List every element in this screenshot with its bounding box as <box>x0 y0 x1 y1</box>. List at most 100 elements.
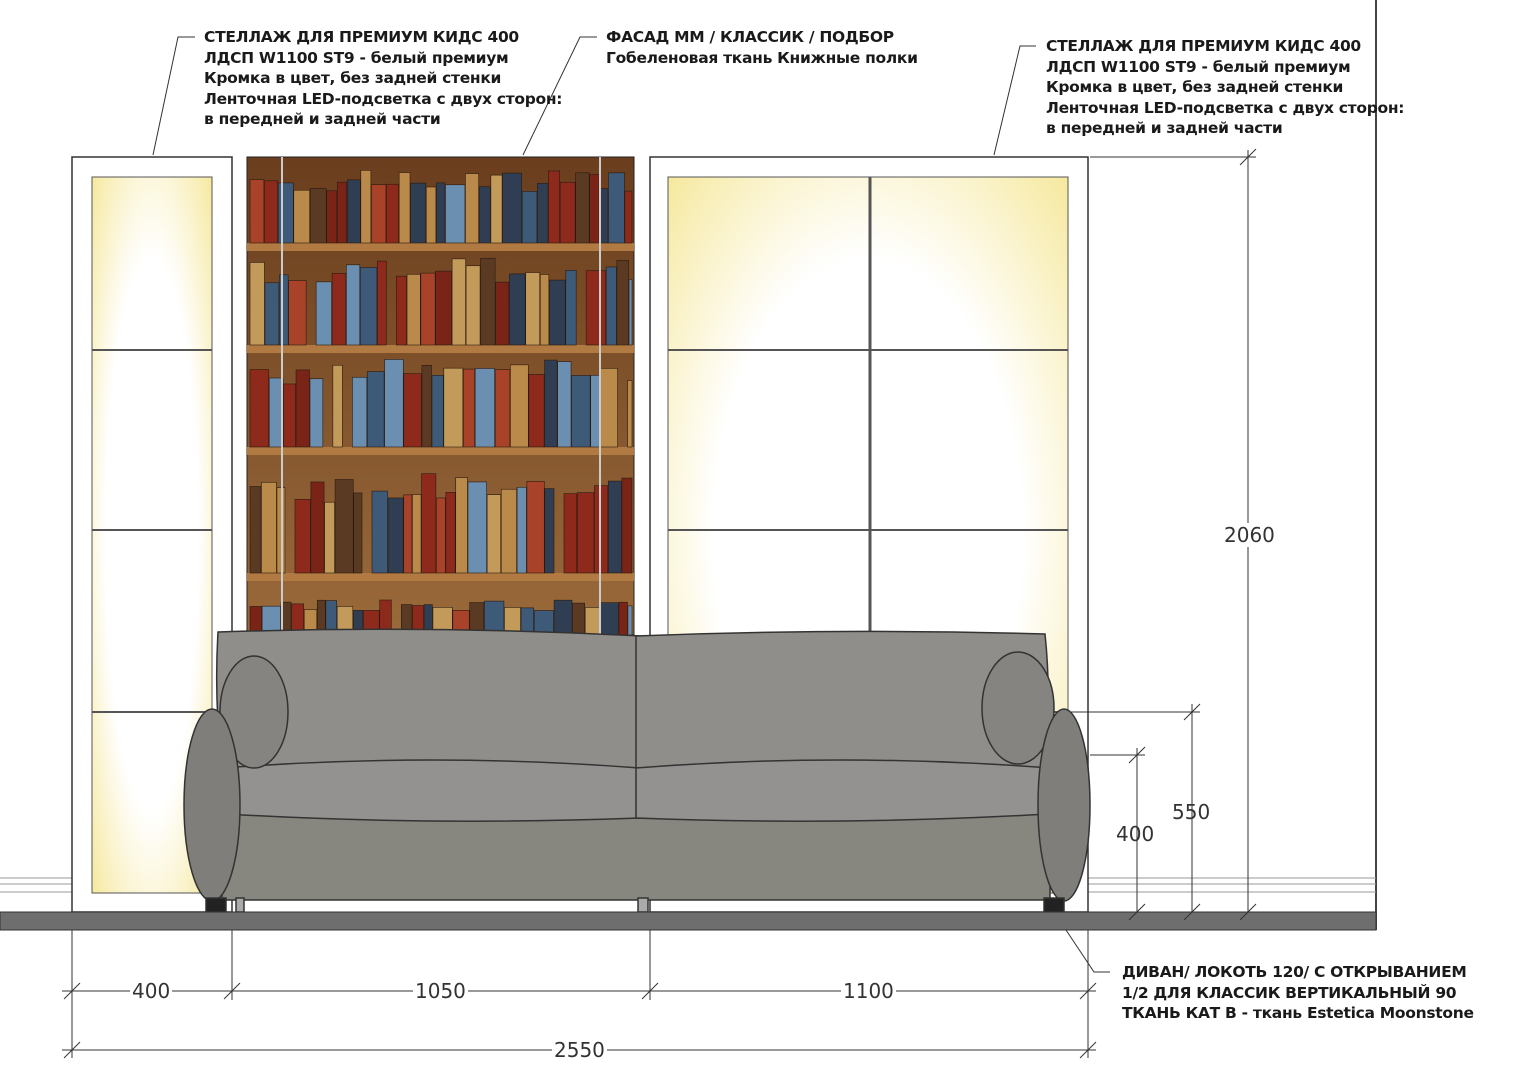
book-spine <box>537 182 549 244</box>
book-spine <box>264 282 280 346</box>
book-spine <box>605 266 617 346</box>
book-spine <box>359 267 378 346</box>
sofa-armrest-left <box>183 708 241 902</box>
book-spine <box>576 492 595 574</box>
book-spine <box>279 274 289 346</box>
bookshelf-board <box>247 573 634 581</box>
book-spine <box>315 281 332 346</box>
book-spine <box>353 492 363 574</box>
book-spine <box>590 375 600 448</box>
book-spine <box>571 375 591 448</box>
sofa-seat-left <box>220 759 641 822</box>
book-spine <box>516 486 527 574</box>
book-spine <box>495 281 510 346</box>
floor <box>0 911 1377 931</box>
dim-total-height: 2060 <box>1222 523 1277 547</box>
note-line: ДИВАН/ ЛОКОТЬ 120/ С ОТКРЫВАНИЕМ <box>1122 963 1467 981</box>
book-spine <box>295 369 310 448</box>
book-spine <box>621 477 633 574</box>
book-spine <box>559 181 576 244</box>
book-spine <box>539 274 550 346</box>
book-spine <box>451 258 466 346</box>
book-spine <box>600 602 619 636</box>
book-spine <box>421 365 432 448</box>
book-spine <box>500 488 517 574</box>
book-spine <box>607 480 622 574</box>
book-spine <box>420 272 436 346</box>
book-spine <box>526 481 545 574</box>
book-spine <box>309 378 324 448</box>
book-spine <box>398 172 411 244</box>
book-spine <box>608 172 625 244</box>
book-spine <box>293 189 310 244</box>
book-spine <box>467 481 487 574</box>
book-spine <box>445 492 456 574</box>
book-spine <box>337 181 348 244</box>
book-spine <box>589 174 600 244</box>
sofa-pillow-right <box>981 651 1055 765</box>
dim-right-width: 1100 <box>841 979 896 1003</box>
note-line: ФАСАД ММ / КЛАССИК / ПОДБОР <box>606 28 894 46</box>
dim-facade-width: 1050 <box>413 979 468 1003</box>
note-line: Гобеленовая ткань Книжные полки <box>606 48 918 67</box>
book-spine <box>261 481 277 574</box>
book-spine <box>618 601 628 636</box>
bookshelf-board <box>247 447 634 455</box>
book-spine <box>599 367 618 448</box>
book-spine <box>572 602 585 636</box>
bookshelf-board <box>247 243 634 251</box>
book-spine <box>425 186 437 244</box>
book-spine <box>478 186 491 244</box>
book-spine <box>249 262 265 346</box>
book-spine <box>324 501 335 574</box>
book-spine <box>283 383 296 448</box>
book-spine <box>249 369 270 448</box>
book-spine <box>544 488 555 574</box>
book-spine <box>443 367 464 448</box>
book-spine <box>367 371 385 448</box>
book-spine <box>421 473 437 574</box>
note-line: Ленточная LED-подсветка с двух сторон: <box>1046 98 1405 117</box>
book-spine <box>310 481 325 574</box>
note-line: 1/2 ДЛЯ КЛАССИК ВЕРТИКАЛЬНЫЙ 90 <box>1122 983 1457 1002</box>
book-spine <box>528 374 545 448</box>
sofa-back-cushion-left <box>215 628 641 771</box>
book-spine <box>436 497 446 574</box>
book-spine <box>553 599 573 636</box>
book-spine <box>455 477 468 574</box>
book-spine <box>548 170 560 244</box>
book-spine <box>436 182 446 244</box>
note-line: в передней и задней части <box>204 110 441 128</box>
book-spine <box>326 190 338 244</box>
book-spine <box>360 170 372 244</box>
book-spine <box>395 275 407 346</box>
dim-seat-height: 400 <box>1116 822 1155 846</box>
note-line: Кромка в цвет, без задней стенки <box>204 69 502 87</box>
sofa-base <box>221 809 1051 901</box>
leader-lines <box>152 36 1110 973</box>
note-line: в передней и задней части <box>1046 119 1283 137</box>
note-line: СТЕЛЛАЖ ДЛЯ ПРЕМИУМ КИДС 400 <box>204 28 519 46</box>
book-spine <box>628 279 633 346</box>
dim-armrest-height: 550 <box>1172 800 1211 824</box>
book-spine <box>403 494 413 574</box>
sofa-seat-right <box>635 759 1054 822</box>
book-spine <box>627 380 633 448</box>
book-spine <box>352 376 368 448</box>
book-spine <box>521 191 538 244</box>
book-spine <box>249 486 262 574</box>
book-spine <box>627 605 633 636</box>
book-spine <box>332 364 343 448</box>
book-spine <box>465 265 481 346</box>
sofa <box>183 628 1091 913</box>
book-spine <box>249 179 265 244</box>
book-spine <box>346 264 361 346</box>
book-spine <box>334 479 354 574</box>
book-spine <box>412 494 422 574</box>
book-spine <box>624 190 633 244</box>
book-spine <box>387 497 404 574</box>
book-spine <box>288 280 307 346</box>
book-spine <box>276 487 286 574</box>
book-spine <box>557 361 572 448</box>
